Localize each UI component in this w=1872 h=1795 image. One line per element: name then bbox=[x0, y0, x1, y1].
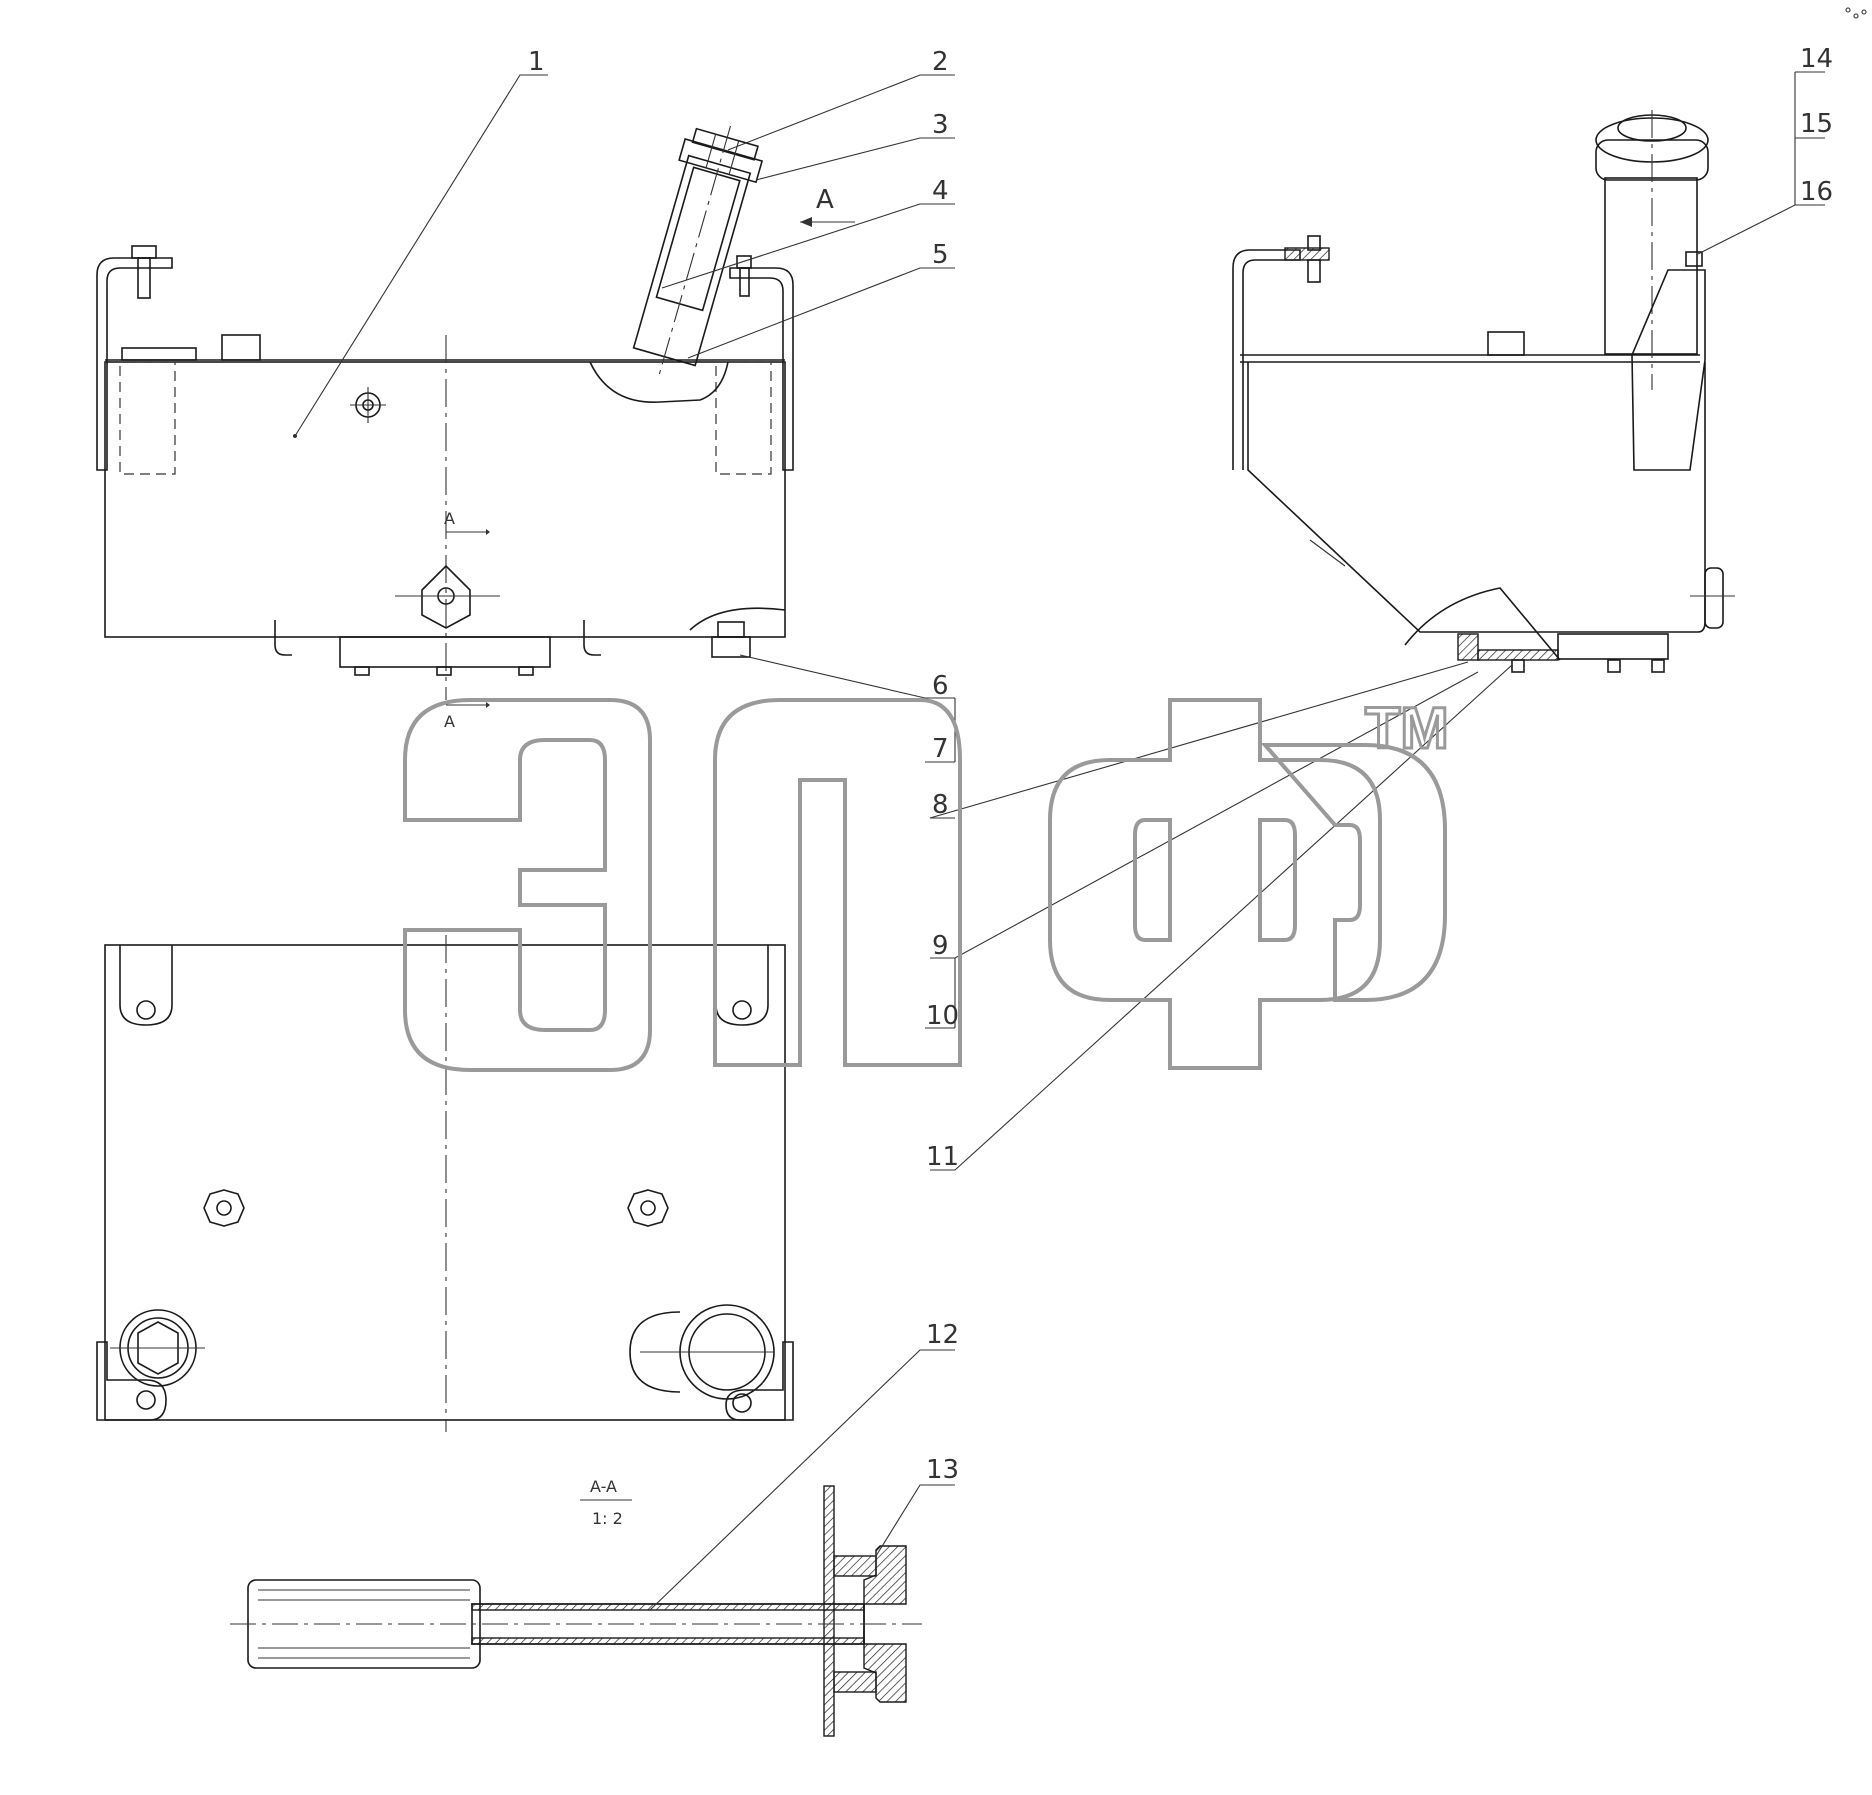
callout-16: 16 bbox=[1800, 177, 1833, 207]
drain-plug bbox=[421, 564, 471, 629]
watermark-trademark: TM bbox=[1365, 696, 1449, 761]
filler-neck-side bbox=[1604, 177, 1698, 355]
top-view bbox=[96, 935, 794, 1432]
callout-14: 14 bbox=[1800, 44, 1833, 74]
callout-4: 4 bbox=[932, 176, 949, 206]
callout-3: 3 bbox=[932, 110, 949, 140]
callout-8: 8 bbox=[932, 790, 949, 820]
front-view: A A A bbox=[96, 125, 855, 731]
section-mark-top: A bbox=[444, 509, 455, 528]
callout-6: 6 bbox=[932, 671, 949, 701]
callout-11: 11 bbox=[926, 1142, 959, 1172]
section-mark-bottom: A bbox=[444, 712, 455, 731]
section-title: A-A bbox=[590, 1477, 617, 1496]
tank-wall bbox=[823, 1485, 835, 1737]
callout-2: 2 bbox=[932, 47, 949, 77]
callout-1: 1 bbox=[528, 47, 545, 77]
callout-12: 12 bbox=[926, 1320, 959, 1350]
bottom-plate bbox=[339, 636, 551, 668]
callout-9: 9 bbox=[932, 931, 949, 961]
side-view bbox=[1232, 110, 1735, 673]
section-a-a: A-A 1: 2 bbox=[230, 1477, 922, 1737]
callouts: 1 2 3 4 5 6 7 8 9 10 11 12 13 bbox=[293, 44, 1833, 1611]
callout-13: 13 bbox=[926, 1455, 959, 1485]
watermark-logo: TM bbox=[403, 695, 1450, 1072]
tank-body-side bbox=[1247, 362, 1706, 633]
callout-15: 15 bbox=[1800, 109, 1833, 139]
filler-neck bbox=[632, 125, 764, 377]
callout-10: 10 bbox=[926, 1001, 959, 1031]
bracket-left bbox=[96, 257, 173, 471]
bracket-right bbox=[729, 267, 794, 471]
corner-mark bbox=[1845, 7, 1867, 19]
tank-body-top bbox=[104, 944, 786, 1421]
callout-5: 5 bbox=[932, 240, 949, 270]
section-scale: 1: 2 bbox=[592, 1509, 623, 1528]
callout-7: 7 bbox=[932, 734, 949, 764]
view-arrow-label: A bbox=[816, 185, 834, 215]
